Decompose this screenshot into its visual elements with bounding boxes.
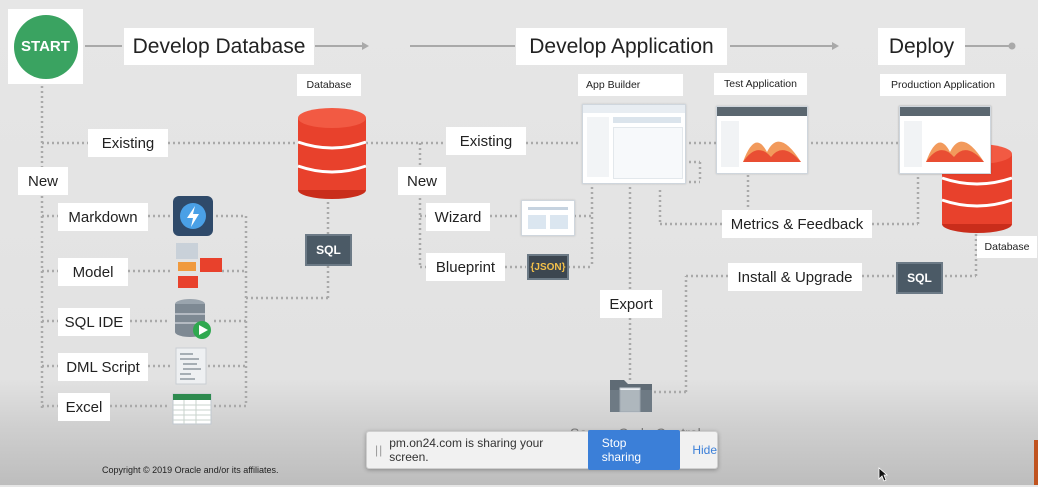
install-upgrade-label: Install & Upgrade [728, 263, 862, 291]
label-app-builder: App Builder [578, 74, 683, 96]
source-model: Model [58, 258, 128, 286]
model-icon [170, 242, 224, 295]
dml-script-icon [175, 347, 207, 390]
excel-icon [172, 393, 212, 430]
json-badge: {JSON} [527, 254, 569, 280]
test-application-thumbnail [716, 106, 808, 174]
app-builder-thumbnail [582, 104, 686, 184]
db-new-label: New [18, 167, 68, 195]
label-production-application: Production Application [880, 74, 1006, 96]
folder-icon [608, 374, 654, 419]
edge-accent-bar [1034, 440, 1038, 485]
label-database-top: Database [297, 74, 361, 96]
wizard-thumbnail [521, 200, 575, 236]
screen-share-bar: || pm.on24.com is sharing your screen. S… [366, 430, 718, 470]
database-icon-center [296, 106, 368, 205]
stage-deploy: Deploy [878, 28, 965, 65]
production-application-thumbnail-front [899, 106, 991, 174]
start-label: START [13, 14, 78, 79]
copyright-text: Copyright © 2019 Oracle and/or its affil… [102, 465, 279, 475]
source-dml-script: DML Script [58, 353, 148, 381]
sql-badge-deploy: SQL [896, 262, 943, 294]
source-markdown: Markdown [58, 203, 148, 231]
sql-badge-center: SQL [305, 234, 352, 266]
wizard-label: Wizard [426, 203, 490, 231]
hide-link[interactable]: Hide [692, 443, 717, 457]
app-new-label: New [398, 167, 446, 195]
stop-sharing-button[interactable]: Stop sharing [587, 430, 681, 470]
db-existing-label: Existing [88, 129, 168, 157]
app-existing-label: Existing [446, 127, 526, 155]
stage-develop-database: Develop Database [124, 28, 314, 65]
source-sql-ide: SQL IDE [58, 308, 130, 336]
source-excel: Excel [58, 393, 110, 421]
share-message: pm.on24.com is sharing your screen. [389, 436, 544, 464]
drag-grip-icon[interactable]: || [375, 443, 384, 457]
sql-ide-icon [172, 297, 214, 346]
label-database-bottom: Database [977, 236, 1037, 258]
cursor-icon [878, 467, 889, 487]
stage-develop-application: Develop Application [516, 28, 727, 65]
markdown-icon [172, 195, 214, 242]
start-node: START [8, 9, 83, 84]
export-label: Export [600, 290, 662, 318]
label-test-application: Test Application [714, 73, 807, 95]
metrics-feedback-label: Metrics & Feedback [722, 210, 872, 238]
blueprint-label: Blueprint [426, 253, 505, 281]
